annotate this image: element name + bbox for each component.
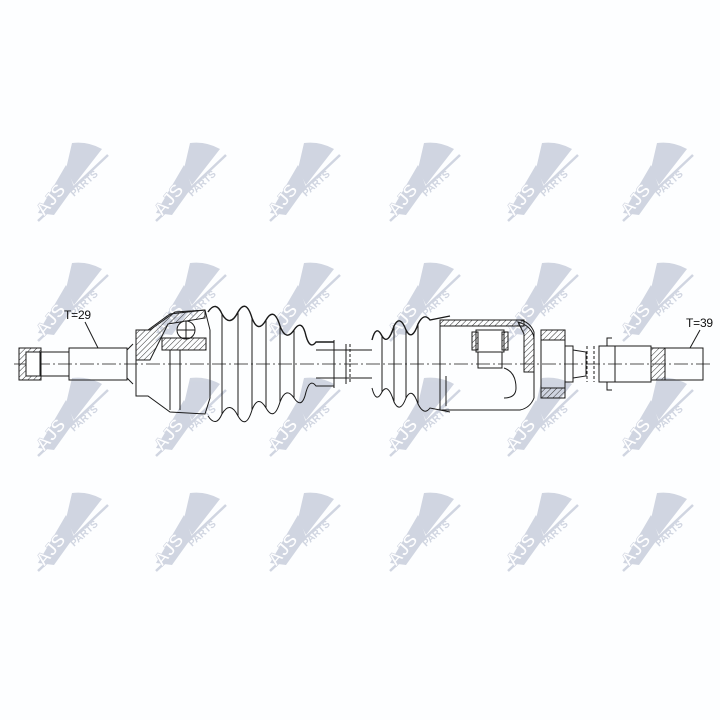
watermark-logo: AJS PARTS: [615, 135, 705, 225]
teeth-label-outer: T=29: [64, 308, 91, 322]
ajs-parts-logo-icon: AJS PARTS: [31, 262, 109, 342]
watermark-logo: AJS PARTS: [262, 485, 352, 575]
ajs-parts-logo-icon: AJS PARTS: [383, 377, 461, 457]
watermark-logo: AJS PARTS: [382, 485, 472, 575]
outer-cv-joint: [135, 309, 211, 415]
ajs-parts-logo-icon: AJS PARTS: [31, 142, 109, 222]
ajs-parts-logo-icon: AJS PARTS: [263, 142, 341, 222]
inner-boot: [371, 315, 451, 413]
watermark-logo: AJS PARTS: [30, 255, 120, 345]
watermark-logo: AJS PARTS: [148, 485, 238, 575]
watermark-logo: AJS PARTS: [382, 255, 472, 345]
ajs-parts-logo-icon: AJS PARTS: [616, 492, 694, 572]
ajs-parts-logo-icon: AJS PARTS: [149, 492, 227, 572]
watermark-logo: AJS PARTS: [382, 370, 472, 460]
watermark-logo: AJS PARTS: [30, 135, 120, 225]
ajs-parts-logo-icon: AJS PARTS: [616, 142, 694, 222]
leader-left: [84, 321, 99, 349]
watermark-logo: AJS PARTS: [262, 255, 352, 345]
axle-shaft: [316, 340, 372, 388]
watermark-logo: AJS PARTS: [30, 485, 120, 575]
ajs-parts-logo-icon: AJS PARTS: [263, 262, 341, 342]
support-bearing: [540, 329, 587, 399]
outer-stub-shaft: [18, 343, 134, 385]
ajs-parts-logo-icon: AJS PARTS: [501, 492, 579, 572]
leader-right: [689, 329, 701, 349]
ajs-parts-logo-icon: AJS PARTS: [616, 262, 694, 342]
ajs-parts-logo-icon: AJS PARTS: [149, 142, 227, 222]
ajs-parts-logo-icon: AJS PARTS: [616, 377, 694, 457]
outer-boot: [207, 305, 334, 423]
watermark-logo: AJS PARTS: [148, 135, 238, 225]
watermark-logo: AJS PARTS: [30, 370, 120, 460]
watermark-logo: AJS PARTS: [500, 485, 590, 575]
ajs-parts-logo-icon: AJS PARTS: [383, 142, 461, 222]
watermark-logo: AJS PARTS: [615, 255, 705, 345]
teeth-label-inner: T=39: [686, 316, 713, 330]
inner-stub-shaft: [586, 337, 704, 391]
watermark-logo: AJS PARTS: [262, 135, 352, 225]
ajs-parts-logo-icon: AJS PARTS: [383, 262, 461, 342]
watermark-logo: AJS PARTS: [615, 485, 705, 575]
ajs-parts-logo-icon: AJS PARTS: [31, 377, 109, 457]
watermark-logo: AJS PARTS: [500, 135, 590, 225]
ajs-parts-logo-icon: AJS PARTS: [263, 492, 341, 572]
ajs-parts-logo-icon: AJS PARTS: [501, 142, 579, 222]
ajs-parts-logo-icon: AJS PARTS: [31, 492, 109, 572]
inner-tripod-joint: [439, 319, 535, 411]
ajs-parts-logo-icon: AJS PARTS: [383, 492, 461, 572]
watermark-logo: AJS PARTS: [382, 135, 472, 225]
watermark-logo: AJS PARTS: [615, 370, 705, 460]
